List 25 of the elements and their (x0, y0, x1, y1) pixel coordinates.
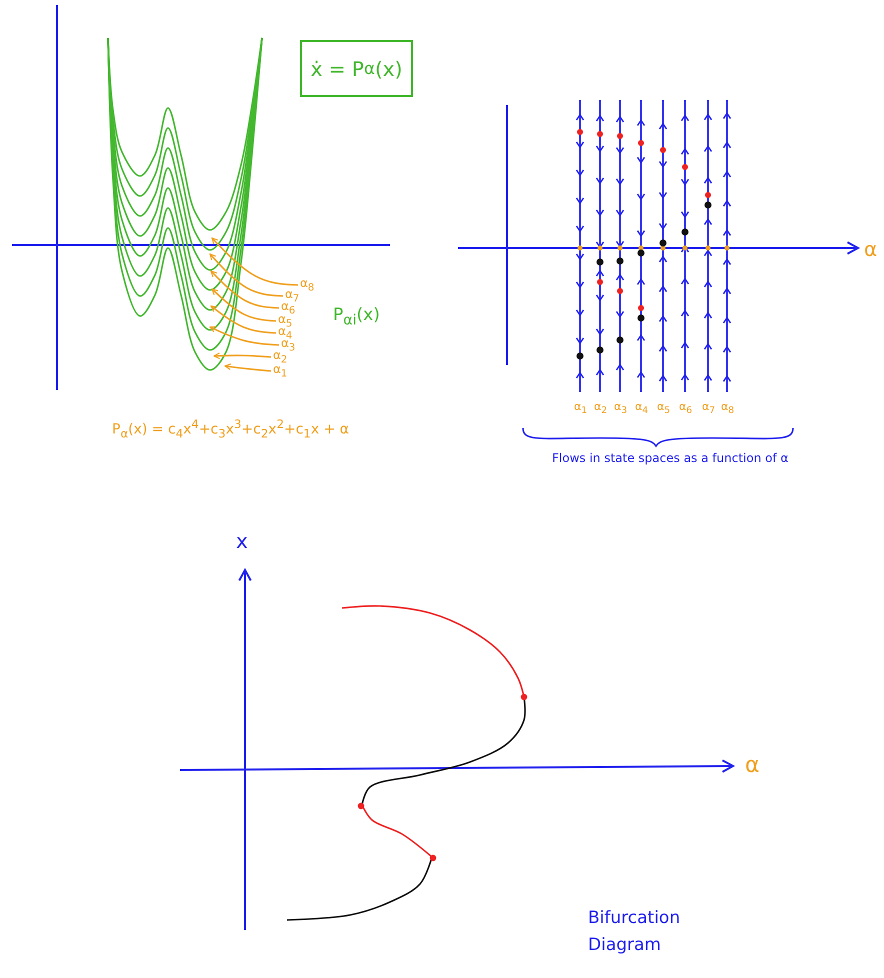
tick-label: α$_{5}$ (657, 401, 670, 416)
leader-arrow (224, 363, 272, 372)
axis-label: α (745, 754, 760, 778)
curve-label: α$_{8}$ (300, 277, 314, 294)
leader-arrow (209, 326, 280, 346)
tick-label: α$_{1}$ (574, 401, 588, 416)
tick-label: α$_{6}$ (679, 401, 692, 416)
tick-label: α$_{2}$ (594, 401, 608, 416)
tick-label: α$_{3}$ (614, 401, 628, 416)
leader-arrow (210, 270, 280, 309)
leader-arrow (209, 253, 284, 297)
tick-label: α$_{4}$ (635, 401, 648, 416)
function-label: P$_{αi}$(x) (333, 306, 380, 329)
note: Bifurcation Diagram (588, 907, 682, 958)
axis-label: x (236, 530, 248, 552)
tick-label: α$_{8}$ (721, 401, 734, 416)
leader-arrow (213, 352, 272, 360)
leader-arrow (210, 305, 276, 334)
tick-label: α$_{7}$ (702, 401, 716, 416)
brace-caption: Flows in state spaces as a function of α (552, 452, 788, 466)
curve-label: α$_{1}$ (273, 363, 288, 380)
leader-arrow (211, 237, 298, 286)
axis-label: α (864, 238, 878, 260)
polynomial-formula: P$_{α}$(x) = c$_{4}$x$^{4}$+c$_{3}$x$^{3}$+c$_{2}$x$^{2}$+c$_{1}$x + α (112, 418, 349, 440)
leader-arrow (211, 288, 276, 322)
